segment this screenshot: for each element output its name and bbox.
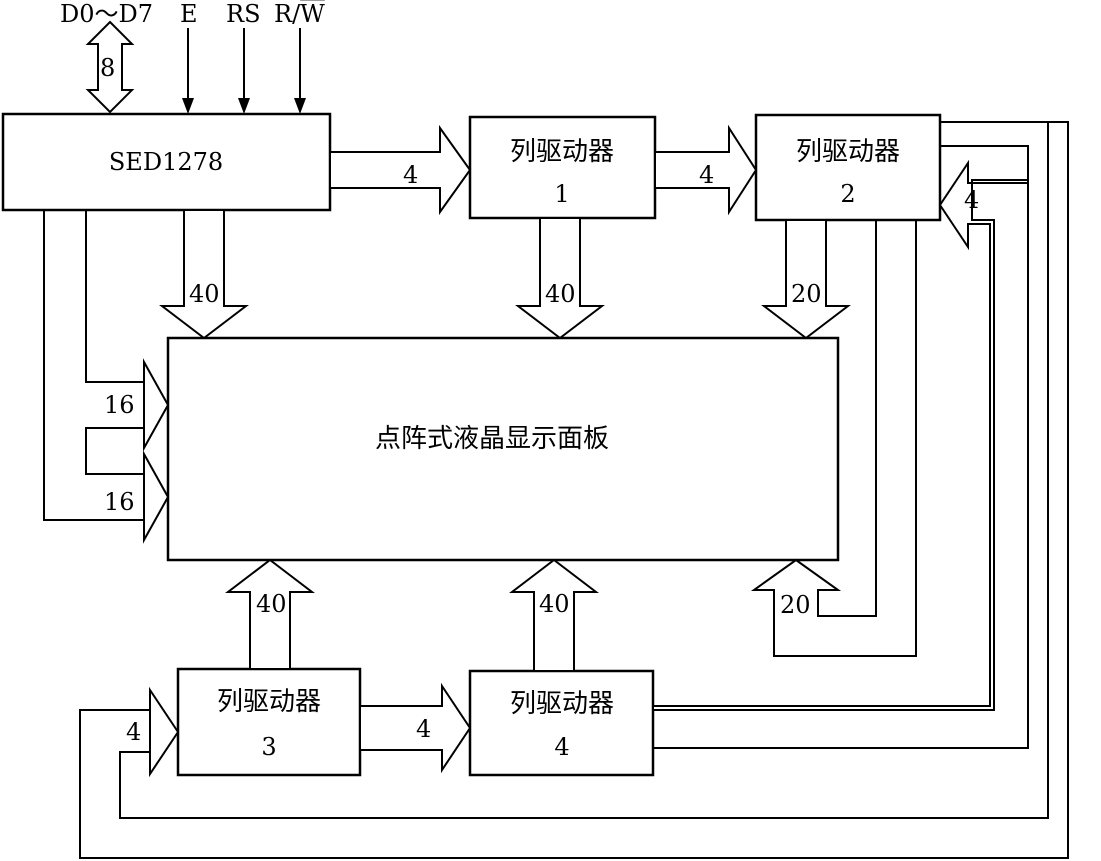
driver1-to-driver2-width: 4: [699, 161, 714, 189]
lcd-panel-label: 点阵式液晶显示面板: [375, 424, 609, 454]
enable-label: E: [180, 0, 198, 28]
driver-2-box: [754, 113, 942, 222]
lcd-panel-box: [166, 336, 840, 562]
driver-4-box: [468, 669, 655, 777]
ctrl-to-panel-bus: [159, 209, 249, 340]
driver2-to-panel-width: 20: [791, 280, 822, 308]
driver-3-name: 列驱动器: [217, 687, 321, 717]
driver4-to-driver2-width: 4: [964, 186, 979, 214]
driver1-to-panel-width: 40: [545, 280, 576, 308]
driver3-to-panel-width: 40: [256, 590, 287, 618]
driver-4-index: 4: [554, 733, 569, 761]
data-bus-width-label: 8: [100, 54, 115, 82]
driver2-to-panel-bottom-bus: [750, 220, 917, 657]
driver1-to-panel-bus: [515, 217, 605, 340]
rs-arrow: [238, 28, 250, 114]
rs-label: RS: [226, 0, 261, 28]
driver-1-name: 列驱动器: [510, 137, 614, 167]
driver-4-name: 列驱动器: [510, 689, 614, 719]
driver-1-index: 1: [554, 180, 569, 208]
driver4-to-driver2-bus: [652, 159, 1029, 711]
driver4-to-panel-width: 40: [539, 590, 570, 618]
driver3-to-driver4-bus: [359, 682, 472, 774]
driver3-to-driver4-width: 4: [416, 715, 431, 743]
driver2-to-panel-bottom-width: 20: [780, 591, 811, 619]
driver1-to-driver2-bus: [654, 124, 758, 216]
ctrl-to-panel-left-bus: [43, 210, 170, 544]
ctrl-to-panel-left-width-1: 16: [104, 391, 135, 419]
driver-2-name: 列驱动器: [796, 137, 900, 167]
driver-3-box: [176, 667, 362, 777]
driver-2-index: 2: [840, 180, 855, 208]
driver2-to-panel-bus: [761, 219, 851, 340]
rw-label-bar: W: [300, 0, 325, 28]
driver3-to-panel-bus: [225, 558, 315, 670]
controller-box: [1, 112, 332, 212]
data-bus-arrow: [85, 20, 135, 114]
rw-label-prefix: R/: [274, 0, 301, 28]
rw-label: R/W: [274, 0, 325, 28]
ctrl-to-panel-width: 40: [189, 280, 220, 308]
controller-label: SED1278: [109, 148, 223, 176]
driver4-to-panel-bus: [509, 558, 599, 672]
ctrl-to-driver1-width: 4: [403, 161, 418, 189]
enable-arrow: [182, 28, 194, 114]
driver2-to-driver3-bus: [79, 121, 1069, 859]
driver-3-index: 3: [261, 733, 276, 761]
data-bus-label: D0～D7: [60, 0, 153, 28]
rw-arrow: [294, 28, 306, 114]
driver2-to-driver3-width: 4: [126, 718, 141, 746]
ctrl-to-panel-left-width-2: 16: [104, 488, 135, 516]
ctrl-to-driver1-bus: [329, 124, 472, 216]
